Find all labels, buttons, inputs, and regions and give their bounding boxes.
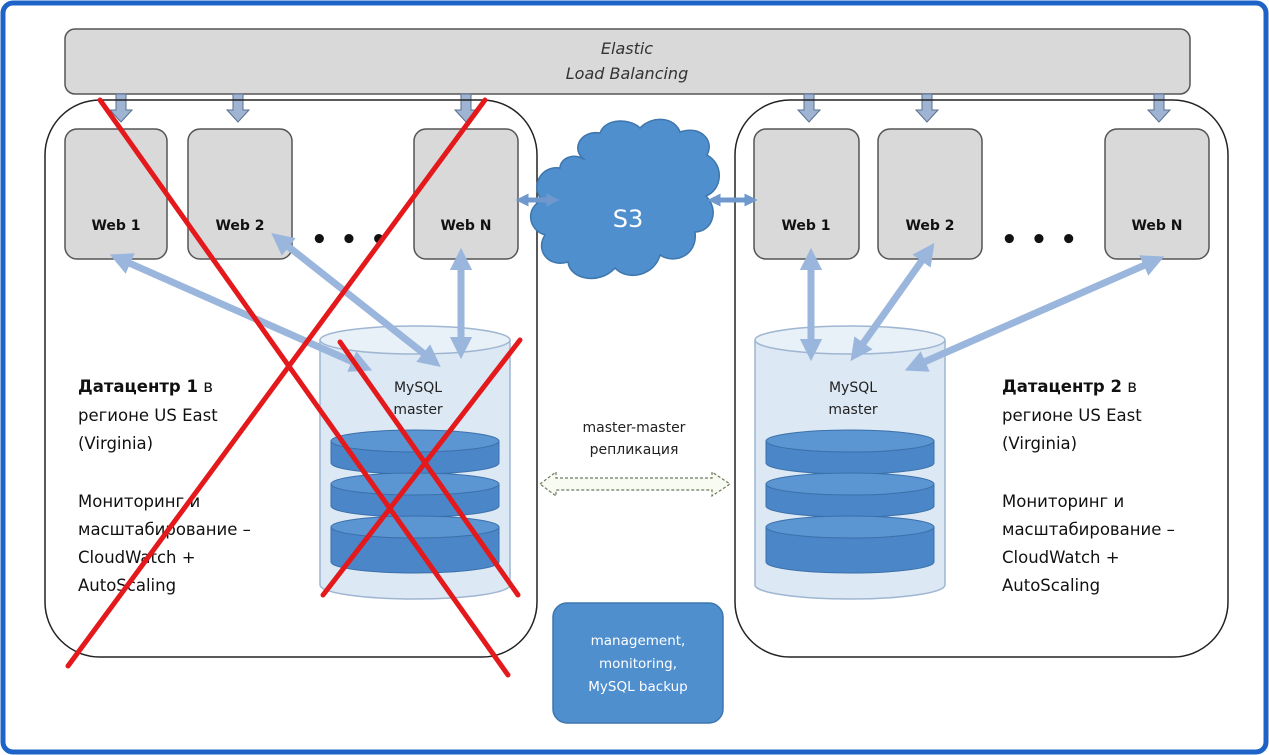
dc2-ellipsis: • • • bbox=[1001, 225, 1079, 255]
management-line2: monitoring, bbox=[599, 656, 677, 672]
dc2-title-bold: Датацентр 2 bbox=[1002, 377, 1122, 396]
dc2-web-1: Web 1 bbox=[753, 128, 860, 260]
cross-db-line-a bbox=[337, 339, 521, 598]
dc1-web-n-label: Web N bbox=[440, 218, 491, 234]
dc1-web-n: Web N bbox=[413, 128, 519, 260]
dc2-db-label-line2: master bbox=[828, 402, 878, 418]
dc2-line-1: (Virginia) bbox=[1002, 434, 1077, 453]
dc2-title: Датацентр 2 в bbox=[1002, 377, 1137, 396]
dc1-title-rest: в bbox=[198, 377, 213, 396]
dc1-title-bold: Датацентр 1 bbox=[78, 377, 198, 396]
dc1-title: Датацентр 1 в bbox=[78, 377, 213, 396]
cross-large-line-a bbox=[97, 97, 511, 678]
elb-arrow-dc2-web2 bbox=[914, 93, 940, 123]
management-line3: MySQL backup bbox=[588, 679, 687, 695]
dc1-line-4: масштабирование – bbox=[78, 520, 251, 539]
dc1-web-1-label: Web 1 bbox=[91, 218, 140, 234]
dc2-line-5: CloudWatch + bbox=[1002, 548, 1120, 567]
replication-arrow bbox=[539, 470, 732, 498]
cross-db-line-b bbox=[320, 337, 523, 598]
elb-arrow-dc1-web1 bbox=[108, 93, 134, 123]
dc2-db-arrows bbox=[799, 242, 1165, 372]
dc2-line-4: масштабирование – bbox=[1002, 520, 1175, 539]
replication-label-line1: master-master bbox=[583, 420, 686, 436]
cross-large-line-b bbox=[65, 97, 488, 669]
dc2-mysql-master: MySQL master bbox=[754, 325, 946, 600]
elb-label-line1: Elastic bbox=[601, 39, 653, 58]
arrow-dc2-webn-db bbox=[904, 255, 1165, 372]
dc1-db-arrows bbox=[109, 233, 473, 372]
replication-label-line2: репликация bbox=[590, 442, 679, 458]
dc1-line-5: CloudWatch + bbox=[78, 548, 196, 567]
dc2-title-rest: в bbox=[1122, 377, 1137, 396]
dc1-db-label-line1: MySQL bbox=[394, 380, 442, 396]
dc2-description: Датацентр 2 в регионе US East (Virginia)… bbox=[1002, 377, 1175, 595]
elastic-load-balancer: Elastic Load Balancing bbox=[64, 28, 1191, 95]
arrow-dc1-web2-db bbox=[271, 233, 441, 367]
dc2-line-3: Мониторинг и bbox=[1002, 492, 1124, 511]
dc2-line-6: AutoScaling bbox=[1002, 576, 1100, 595]
dc1-ellipsis: • • • bbox=[311, 225, 389, 255]
datacenter-2-container bbox=[734, 99, 1229, 658]
dc1-web-2: Web 2 bbox=[187, 128, 293, 260]
dc1-web-1: Web 1 bbox=[64, 128, 168, 260]
dc2-web-2-label: Web 2 bbox=[905, 218, 954, 234]
elb-arrow-dc2-web1 bbox=[796, 93, 822, 123]
dc1-db-label-line2: master bbox=[393, 402, 443, 418]
elb-arrow-dc1-web2 bbox=[225, 93, 251, 123]
elb-down-arrows bbox=[108, 93, 1172, 123]
datacenter-1-container bbox=[44, 99, 538, 658]
dc2-db-label-line1: MySQL bbox=[829, 380, 877, 396]
dc2-line-0: регионе US East bbox=[1002, 406, 1142, 425]
dc1-line-1: (Virginia) bbox=[78, 434, 153, 453]
management-line1: management, bbox=[591, 633, 686, 649]
elb-label-line2: Load Balancing bbox=[566, 64, 688, 83]
dc1-line-3: Мониторинг и bbox=[78, 492, 200, 511]
dc2-web-1-label: Web 1 bbox=[781, 218, 830, 234]
dc1-line-0: регионе US East bbox=[78, 406, 218, 425]
s3-label: S3 bbox=[613, 205, 644, 233]
dc1-web-2-label: Web 2 bbox=[215, 218, 264, 234]
elb-arrow-dc2-webn bbox=[1146, 93, 1172, 123]
dc2-web-2: Web 2 bbox=[877, 128, 983, 260]
dc2-web-n: Web N bbox=[1104, 128, 1210, 260]
dc1-failure-cross bbox=[65, 97, 523, 678]
dc2-web-n-label: Web N bbox=[1131, 218, 1182, 234]
management-box: management, monitoring, MySQL backup bbox=[552, 602, 724, 724]
